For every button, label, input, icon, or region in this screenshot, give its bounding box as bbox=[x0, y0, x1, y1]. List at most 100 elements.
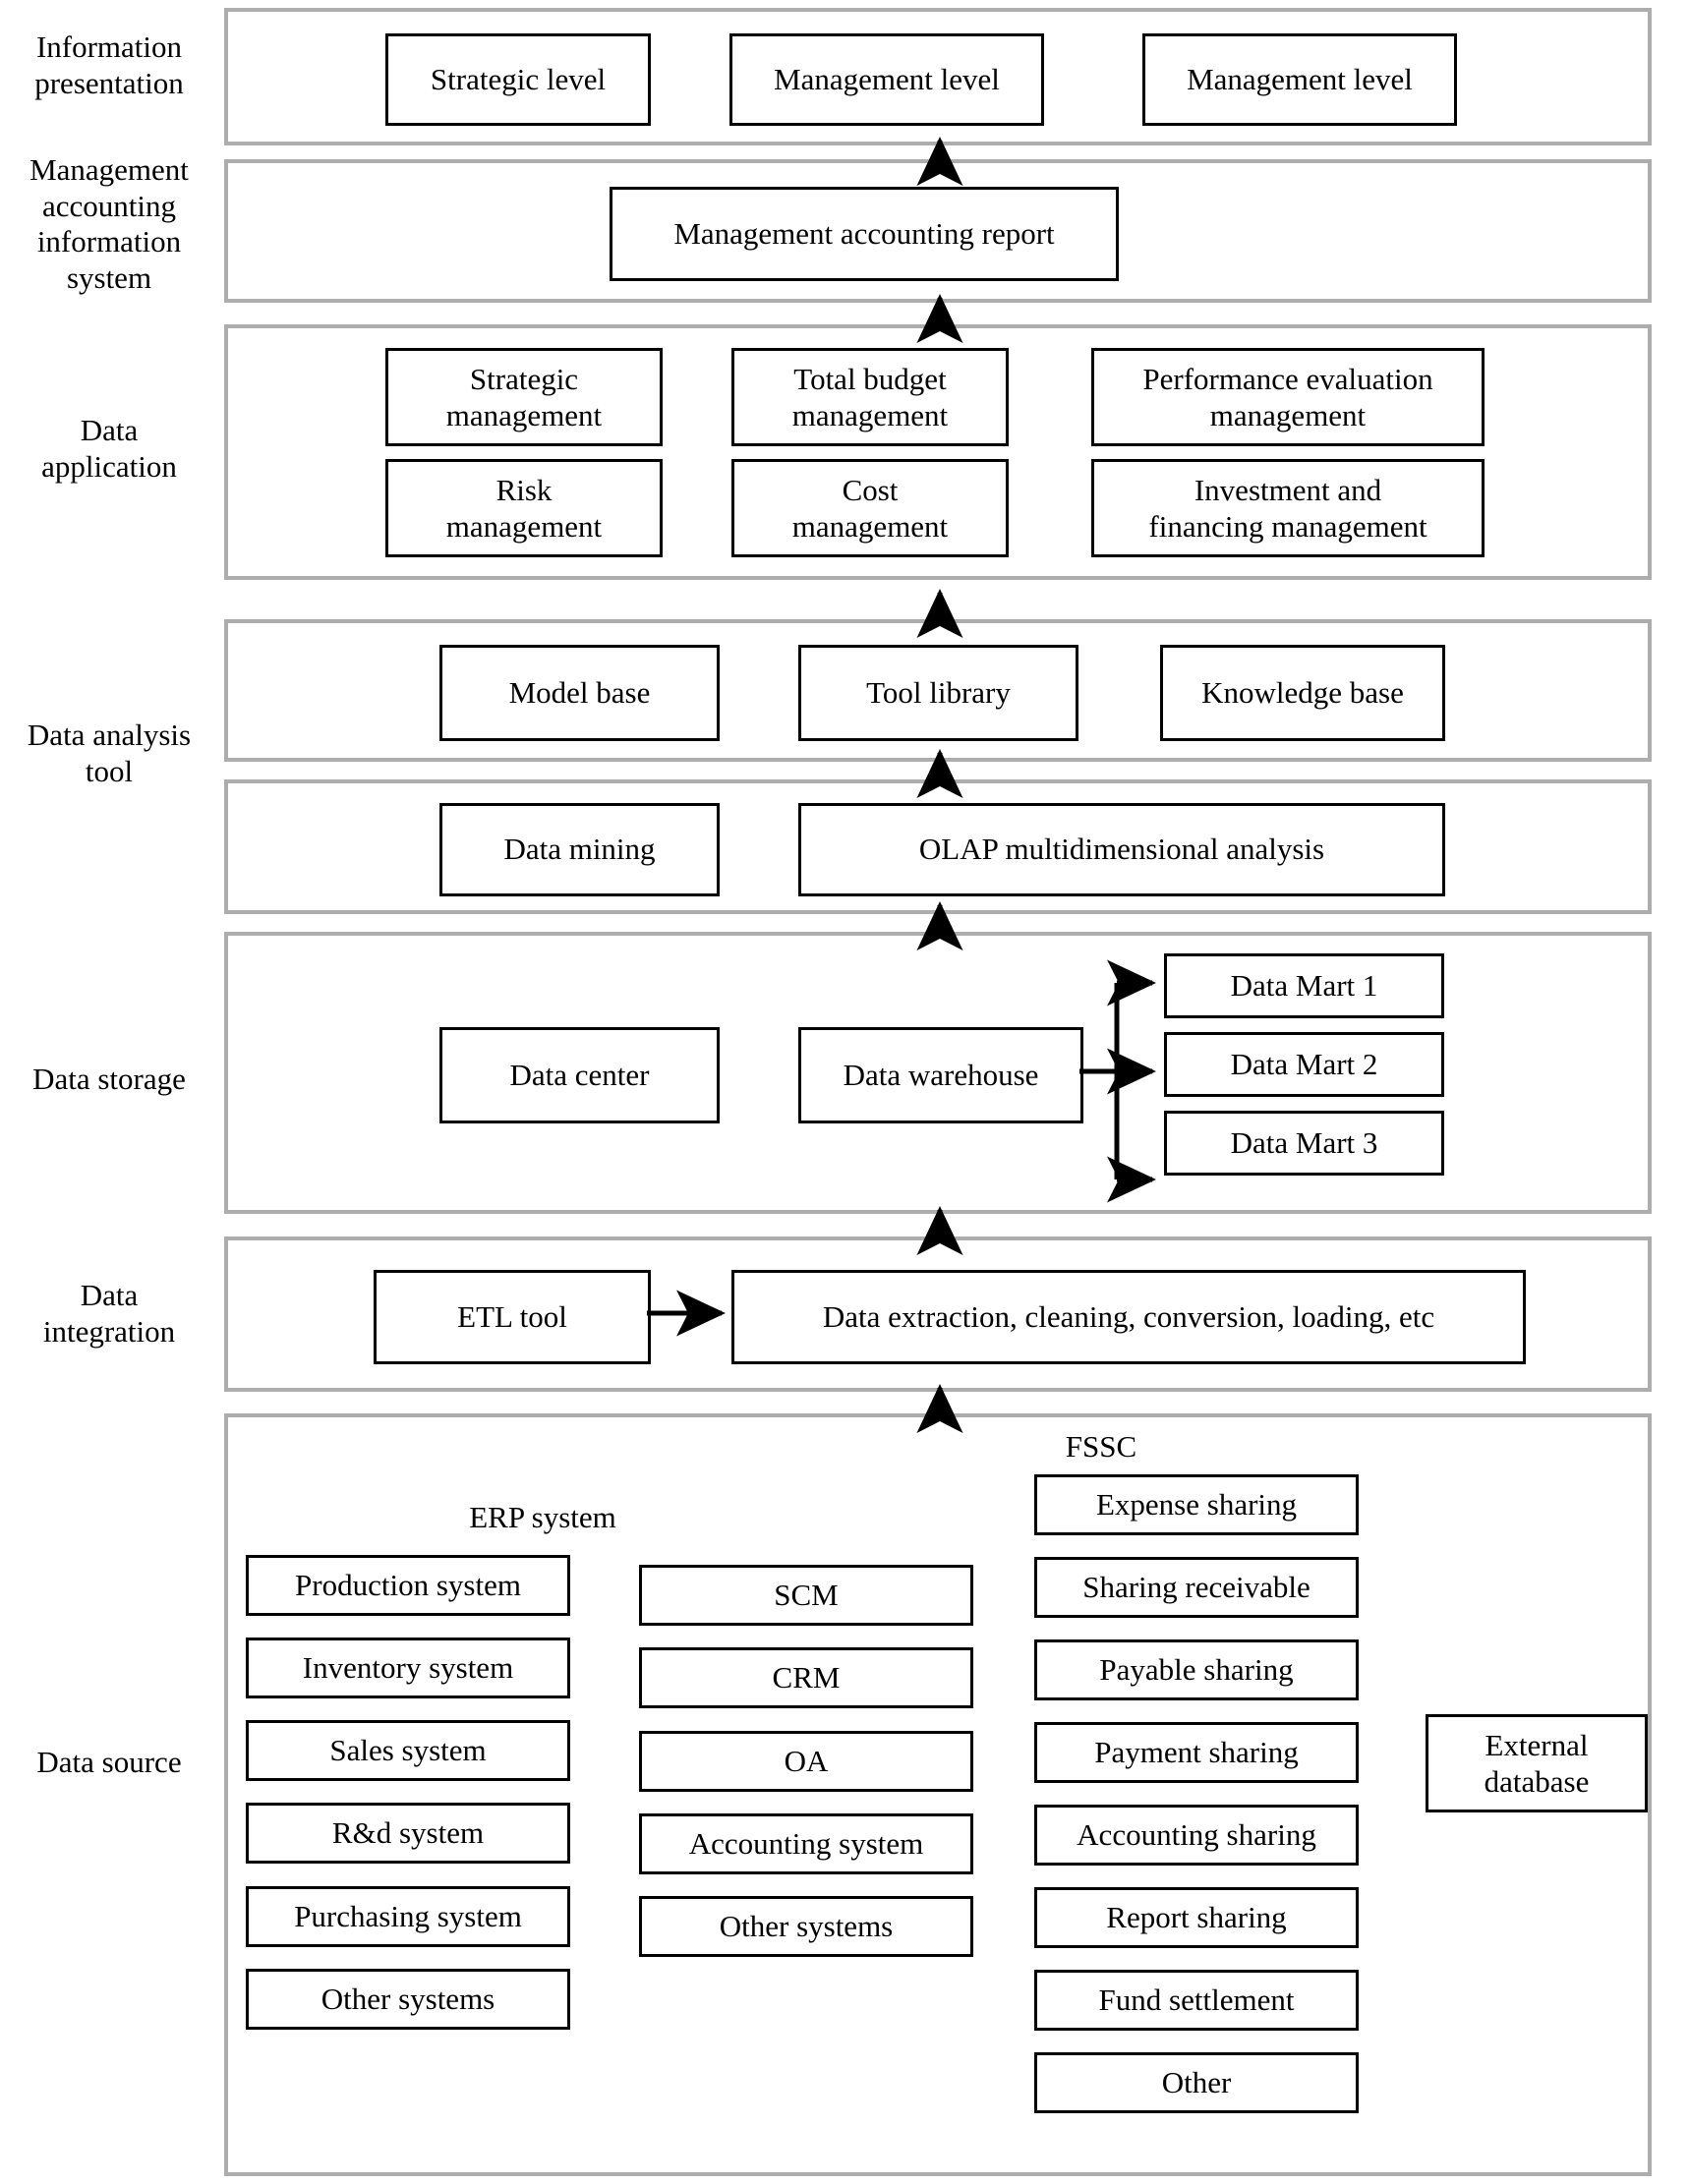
band-data-analysis-tool-lower: Data mining OLAP multidimensional analys… bbox=[224, 779, 1652, 914]
box-expense-sharing[interactable]: Expense sharing bbox=[1034, 1474, 1359, 1535]
box-performance-evaluation-management[interactable]: Performance evaluation management bbox=[1091, 348, 1485, 446]
box-external-database[interactable]: External database bbox=[1426, 1714, 1648, 1812]
layer-label-data-analysis-tool: Data analysis tool bbox=[0, 718, 218, 789]
box-data-mart-2[interactable]: Data Mart 2 bbox=[1164, 1032, 1444, 1097]
box-accounting-sharing[interactable]: Accounting sharing bbox=[1034, 1805, 1359, 1866]
box-fund-settlement[interactable]: Fund settlement bbox=[1034, 1970, 1359, 2031]
box-data-mining[interactable]: Data mining bbox=[439, 803, 720, 896]
box-data-center[interactable]: Data center bbox=[439, 1027, 720, 1123]
box-label: R&d system bbox=[331, 1814, 485, 1850]
box-payment-sharing[interactable]: Payment sharing bbox=[1034, 1722, 1359, 1783]
box-label: ETL tool bbox=[457, 1298, 567, 1334]
group-caption-text: FSSC bbox=[1065, 1429, 1137, 1464]
box-label: Other bbox=[1161, 2064, 1232, 2099]
box-label: OLAP multidimensional analysis bbox=[918, 832, 1325, 867]
box-sales-system[interactable]: Sales system bbox=[246, 1720, 570, 1781]
box-label: Inventory system bbox=[302, 1649, 514, 1685]
box-label: Total budget management bbox=[791, 361, 949, 432]
layer-label-text: Data application bbox=[41, 413, 177, 484]
box-label: Data Mart 1 bbox=[1230, 967, 1378, 1003]
box-strategic-level[interactable]: Strategic level bbox=[385, 33, 651, 126]
layer-label-data-source: Data source bbox=[0, 1745, 218, 1781]
box-risk-management[interactable]: Risk management bbox=[385, 459, 663, 557]
box-scm[interactable]: SCM bbox=[639, 1565, 973, 1626]
box-total-budget-management[interactable]: Total budget management bbox=[731, 348, 1009, 446]
box-label: Payment sharing bbox=[1094, 1734, 1299, 1769]
box-model-base[interactable]: Model base bbox=[439, 645, 720, 741]
layer-label-text: Data storage bbox=[32, 1062, 186, 1096]
layer-label-data-storage: Data storage bbox=[0, 1062, 218, 1098]
box-payable-sharing[interactable]: Payable sharing bbox=[1034, 1639, 1359, 1700]
box-label: Production system bbox=[295, 1567, 521, 1602]
box-strategic-management[interactable]: Strategic management bbox=[385, 348, 663, 446]
box-label: Data warehouse bbox=[843, 1057, 1039, 1092]
box-label: Other systems bbox=[320, 1981, 495, 2016]
box-label: Data Mart 2 bbox=[1230, 1046, 1378, 1081]
box-accounting-system[interactable]: Accounting system bbox=[639, 1813, 973, 1874]
box-label: Purchasing system bbox=[294, 1898, 522, 1933]
box-middle-other-systems[interactable]: Other systems bbox=[639, 1896, 973, 1957]
box-fssc-other[interactable]: Other bbox=[1034, 2052, 1359, 2113]
box-management-level-1[interactable]: Management level bbox=[729, 33, 1044, 126]
layer-label-text: Information presentation bbox=[34, 29, 184, 100]
box-label: Data center bbox=[509, 1057, 650, 1092]
layer-label-text: Management accounting information system bbox=[29, 152, 189, 295]
box-label: Accounting system bbox=[688, 1825, 924, 1861]
box-label: Knowledge base bbox=[1201, 674, 1404, 710]
box-data-warehouse[interactable]: Data warehouse bbox=[798, 1027, 1083, 1123]
box-production-system[interactable]: Production system bbox=[246, 1555, 570, 1616]
box-label: Management level bbox=[1187, 61, 1413, 96]
layer-label-data-application: Data application bbox=[0, 413, 218, 485]
box-label: External database bbox=[1484, 1727, 1590, 1799]
box-cost-management[interactable]: Cost management bbox=[731, 459, 1009, 557]
box-label: Expense sharing bbox=[1095, 1486, 1298, 1522]
box-report-sharing[interactable]: Report sharing bbox=[1034, 1887, 1359, 1948]
box-label: CRM bbox=[772, 1659, 841, 1695]
band-data-application: Strategic management Total budget manage… bbox=[224, 324, 1652, 580]
box-management-accounting-report[interactable]: Management accounting report bbox=[610, 187, 1119, 281]
box-label: Model base bbox=[508, 674, 651, 710]
box-data-extraction-cleaning-conversion-loading[interactable]: Data extraction, cleaning, conversion, l… bbox=[731, 1270, 1526, 1364]
band-data-integration: ETL tool Data extraction, cleaning, conv… bbox=[224, 1236, 1652, 1392]
box-crm[interactable]: CRM bbox=[639, 1647, 973, 1708]
box-tool-library[interactable]: Tool library bbox=[798, 645, 1078, 741]
box-label: Sales system bbox=[329, 1732, 487, 1767]
box-inventory-system[interactable]: Inventory system bbox=[246, 1638, 570, 1698]
box-erp-other-systems[interactable]: Other systems bbox=[246, 1969, 570, 2030]
box-oa[interactable]: OA bbox=[639, 1731, 973, 1792]
box-purchasing-system[interactable]: Purchasing system bbox=[246, 1886, 570, 1947]
box-label: Performance evaluation management bbox=[1142, 361, 1433, 432]
box-management-level-2[interactable]: Management level bbox=[1142, 33, 1457, 126]
box-label: OA bbox=[784, 1743, 829, 1778]
box-etl-tool[interactable]: ETL tool bbox=[374, 1270, 651, 1364]
box-data-mart-1[interactable]: Data Mart 1 bbox=[1164, 953, 1444, 1018]
band-data-analysis-tool-upper: Model base Tool library Knowledge base bbox=[224, 619, 1652, 762]
box-knowledge-base[interactable]: Knowledge base bbox=[1160, 645, 1445, 741]
group-caption-fssc: FSSC bbox=[934, 1429, 1268, 1465]
box-label: Other systems bbox=[719, 1908, 894, 1943]
box-rd-system[interactable]: R&d system bbox=[246, 1803, 570, 1864]
box-label: Data extraction, cleaning, conversion, l… bbox=[822, 1298, 1435, 1334]
box-data-mart-3[interactable]: Data Mart 3 bbox=[1164, 1111, 1444, 1176]
box-sharing-receivable[interactable]: Sharing receivable bbox=[1034, 1557, 1359, 1618]
box-label: Data mining bbox=[503, 832, 656, 867]
box-label: Investment and financing management bbox=[1148, 472, 1427, 544]
band-data-storage: Data center Data warehouse Data Mart 1 D… bbox=[224, 932, 1652, 1214]
box-label: Payable sharing bbox=[1099, 1651, 1294, 1687]
layer-label-text: Data source bbox=[36, 1745, 182, 1779]
box-label: Management accounting report bbox=[673, 215, 1055, 251]
box-label: Risk management bbox=[445, 472, 603, 544]
layer-label-text: Data integration bbox=[42, 1278, 176, 1349]
layer-label-information-presentation: Information presentation bbox=[0, 29, 218, 101]
layer-label-text: Data analysis tool bbox=[27, 718, 192, 788]
layer-label-management-accounting-information-system: Management accounting information system bbox=[0, 152, 218, 296]
box-label: Cost management bbox=[791, 472, 949, 544]
box-label: Report sharing bbox=[1106, 1899, 1287, 1934]
group-caption-erp-system: ERP system bbox=[376, 1500, 710, 1535]
band-management-accounting-information-system: Management accounting report bbox=[224, 159, 1652, 303]
box-investment-and-financing-management[interactable]: Investment and financing management bbox=[1091, 459, 1485, 557]
box-label: Strategic level bbox=[430, 61, 607, 96]
box-label: Accounting sharing bbox=[1077, 1816, 1316, 1852]
box-olap-multidimensional-analysis[interactable]: OLAP multidimensional analysis bbox=[798, 803, 1445, 896]
box-label: Tool library bbox=[866, 674, 1011, 710]
